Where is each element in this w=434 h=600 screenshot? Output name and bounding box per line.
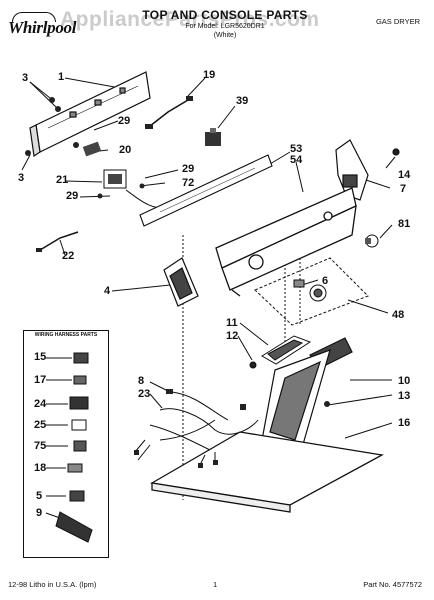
callout-39: 39 [236, 95, 249, 107]
callout-29-top: 29 [118, 115, 131, 127]
callout-7: 7 [400, 183, 407, 195]
callout-3-bottom: 3 [18, 172, 25, 184]
callout-3-top: 3 [22, 72, 29, 84]
harness-callout-15: 15 [34, 351, 47, 363]
callout-53: 53 [290, 143, 303, 155]
whirlpool-logo: Whirlpool [8, 18, 77, 37]
callout-23: 23 [138, 388, 151, 400]
harness-callout-17: 17 [34, 374, 47, 386]
callout-81: 81 [398, 218, 411, 230]
watermark: AppliancePartsPros.com [60, 8, 320, 31]
callout-11: 11 [226, 317, 238, 329]
callout-29-mid: 29 [182, 163, 195, 175]
callout-29-low: 29 [66, 190, 79, 202]
callout-6: 6 [322, 275, 329, 287]
callout-20: 20 [119, 144, 132, 156]
part-number: Part No. 4577572 [363, 580, 422, 589]
callout-8: 8 [138, 375, 145, 387]
callout-19: 19 [203, 69, 216, 81]
callout-4: 4 [104, 285, 111, 297]
callout-12: 12 [226, 330, 239, 342]
harness-callout-5: 5 [36, 490, 43, 502]
wiring-harness-box [23, 330, 109, 558]
callout-72: 72 [182, 177, 195, 189]
callout-16: 16 [398, 417, 411, 429]
callout-13: 13 [398, 390, 411, 402]
callout-10: 10 [398, 375, 411, 387]
page-number: 1 [213, 580, 218, 589]
harness-callout-18: 18 [34, 462, 47, 474]
callout-14: 14 [398, 169, 411, 181]
product-type: GAS DRYER [375, 17, 420, 26]
wiring-harness-title: WIRING HARNESS PARTS [34, 332, 98, 338]
color-line: (White) [213, 32, 237, 39]
callout-48: 48 [392, 309, 405, 321]
callout-22: 22 [62, 250, 75, 262]
litho-note: 12-98 Litho in U.S.A. (lpm) [8, 580, 97, 589]
harness-callout-24: 24 [34, 398, 47, 410]
model-line: For Model: LGR5620DR1 [185, 23, 265, 30]
callout-21: 21 [56, 174, 69, 186]
harness-callout-9: 9 [36, 507, 43, 519]
harness-callout-75: 75 [34, 440, 47, 452]
page-title: TOP AND CONSOLE PARTS [142, 8, 308, 22]
harness-callout-25: 25 [34, 419, 47, 431]
callout-1: 1 [58, 71, 65, 83]
callout-54: 54 [290, 154, 303, 166]
